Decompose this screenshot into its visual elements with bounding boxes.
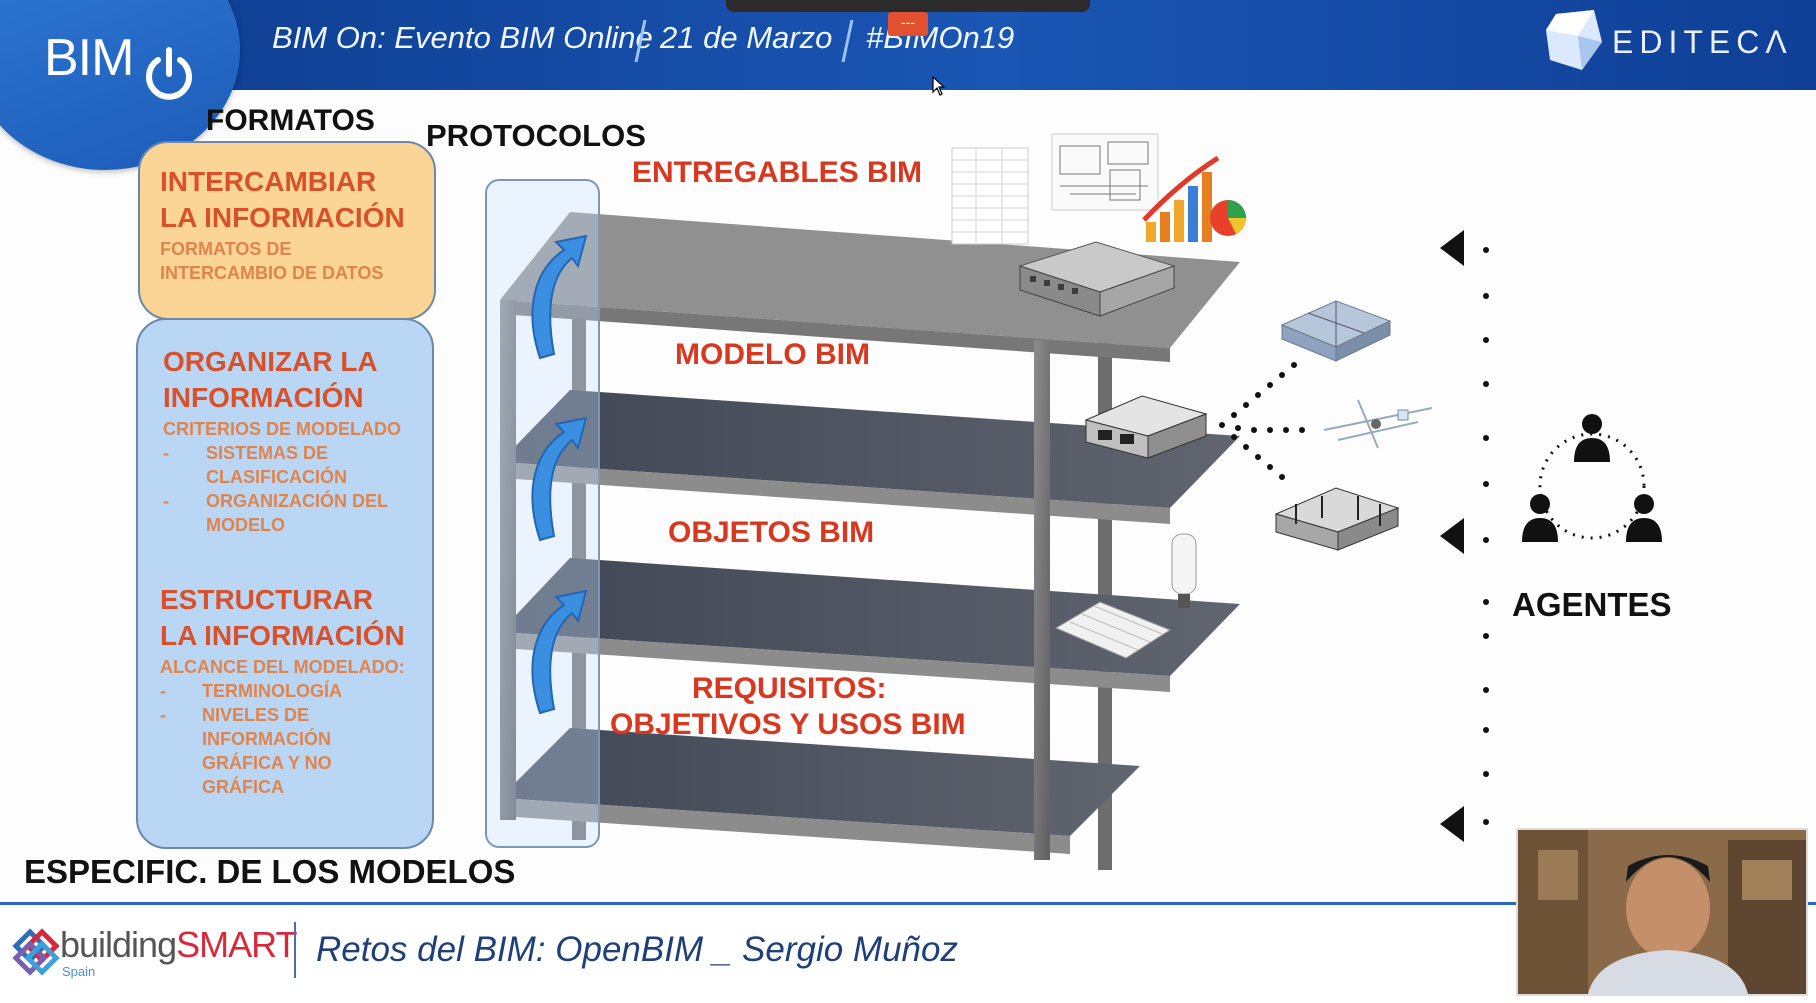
buildingsmart-building: building — [60, 924, 177, 965]
str-item2-line2: INFORMACIÓN — [202, 729, 331, 749]
connector-dots — [1219, 362, 1305, 480]
entregables-label: ENTREGABLES BIM — [632, 156, 923, 189]
structure-title-line1: ESTRUCTURAR — [160, 584, 374, 615]
power-icon — [146, 47, 192, 100]
footer-separator — [294, 922, 296, 978]
radiator-thumbnail — [1054, 601, 1172, 659]
bullet-dash: - — [163, 443, 169, 463]
arrow-left-icon — [1440, 806, 1464, 842]
str-item2-line4: GRÁFICA — [202, 777, 284, 797]
event-name: BIM On: Evento BIM Online — [272, 20, 653, 55]
agentes-label: AGENTES — [1512, 586, 1672, 623]
presenter-video-feed — [1518, 830, 1806, 994]
event-date: 21 de Marzo — [660, 20, 833, 55]
arrow-left-icon — [1440, 230, 1464, 266]
str-item2-line1: NIVELES DE — [202, 705, 310, 725]
house-model-thumbnail — [1084, 395, 1208, 459]
str-item1: TERMINOLOGÍA — [202, 681, 342, 701]
editeca-brand: EDITECΛ — [1612, 24, 1793, 60]
timeline-dots — [1483, 247, 1489, 825]
agents-network-icon — [1522, 414, 1662, 542]
exchange-sub-line2: INTERCAMBIO DE DATOS — [160, 263, 384, 283]
exchange-sub-line1: FORMATOS DE — [160, 239, 292, 259]
exchange-title-line2: LA INFORMACIÓN — [160, 202, 405, 233]
drawing-thumbnail — [1051, 133, 1159, 211]
requisitos-line2: OBJETIVOS Y USOS BIM — [610, 708, 966, 741]
formatos-label: FORMATOS — [206, 104, 375, 137]
talk-title: Retos del BIM: OpenBIM _ Sergio Muñoz — [316, 930, 958, 969]
organize-title-line1: ORGANIZAR LA — [163, 346, 378, 377]
org-item2-line1: ORGANIZACIÓN DEL — [206, 491, 388, 511]
screen-share-button[interactable]: --- — [888, 12, 928, 36]
scope-label: ALCANCE DEL MODELADO: — [160, 657, 405, 677]
buildingsmart-region: Spain — [62, 964, 96, 979]
editeca-cube-icon — [1546, 10, 1602, 70]
water-heater-thumbnail — [1171, 533, 1197, 608]
structural-model-thumbnail — [1274, 487, 1400, 551]
organize-structure-box — [136, 318, 434, 849]
especific-label: ESPECIFIC. DE LOS MODELOS — [24, 853, 516, 890]
bullet-dash: - — [160, 681, 166, 701]
bim-logo-text: BIM — [44, 29, 134, 87]
mep-model-thumbnail — [1323, 399, 1433, 449]
mouse-cursor-icon — [932, 76, 946, 96]
org-item1-line2: CLASIFICACIÓN — [206, 467, 347, 487]
buildingsmart-brand: buildingSMART — [60, 924, 297, 966]
screen-share-toolbar[interactable] — [726, 0, 1090, 12]
arrow-left-icon — [1440, 518, 1464, 554]
objetos-label: OBJETOS BIM — [668, 516, 875, 549]
requisitos-line1: REQUISITOS: — [692, 672, 887, 705]
slide-footer — [0, 905, 1816, 1003]
bullet-dash: - — [160, 705, 166, 725]
organize-title-line2: INFORMACIÓN — [163, 382, 364, 413]
bar-chart-icon — [1142, 155, 1246, 242]
building-model-thumbnail — [1018, 241, 1176, 317]
org-item2-line2: MODELO — [206, 515, 285, 535]
floorplan-3d-thumbnail — [1280, 300, 1392, 362]
footer-divider — [0, 902, 1816, 905]
bullet-dash: - — [163, 491, 169, 511]
spreadsheet-thumbnail — [951, 147, 1029, 245]
criteria-label: CRITERIOS DE MODELADO — [163, 419, 402, 439]
bim-shelf-structure — [500, 212, 1240, 870]
structure-title-line2: LA INFORMACIÓN — [160, 620, 405, 651]
up-arrow-icon — [531, 589, 588, 715]
buildingsmart-logo-icon — [12, 928, 60, 976]
protocolos-label: PROTOCOLOS — [426, 118, 646, 153]
modelo-label: MODELO BIM — [675, 338, 870, 371]
up-arrow-icon — [531, 416, 588, 542]
presenter-webcam[interactable] — [1516, 828, 1808, 996]
exchange-info-box — [138, 141, 436, 320]
up-arrow-icon — [531, 234, 588, 360]
exchange-title-line1: INTERCAMBIAR — [160, 166, 377, 197]
str-item2-line3: GRÁFICA Y NO — [202, 753, 332, 773]
org-item1-line1: SISTEMAS DE — [206, 443, 329, 463]
buildingsmart-smart: SMART — [176, 924, 297, 965]
